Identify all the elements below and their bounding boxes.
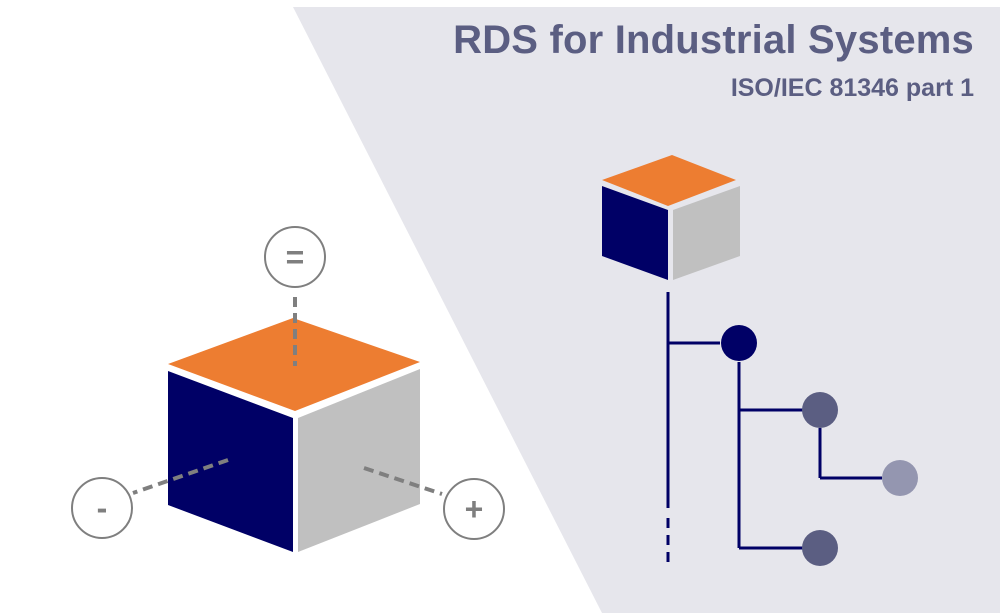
product-aspect-circle <box>71 477 133 539</box>
location-aspect-symbol: + <box>465 491 484 527</box>
cube-front-face <box>168 371 293 552</box>
tree-node-level1 <box>721 325 757 361</box>
product-aspect-badge: - <box>71 477 133 539</box>
function-aspect-badge: = <box>264 226 326 288</box>
page-subtitle: ISO/IEC 81346 part 1 <box>730 74 974 102</box>
aspect-cube <box>168 318 420 552</box>
cube-side-face <box>298 369 420 552</box>
location-connector <box>363 466 443 496</box>
small-cube-top-face <box>602 155 736 206</box>
product-connector <box>132 458 229 495</box>
small-cube <box>602 155 740 280</box>
tree-nodes <box>721 325 918 566</box>
small-cube-front-face <box>602 186 668 280</box>
product-aspect-symbol: - <box>97 490 108 526</box>
location-aspect-badge: + <box>443 478 505 540</box>
tree-node-level2-upper <box>802 392 838 428</box>
function-aspect-circle <box>264 226 326 288</box>
tree-node-level2-lower <box>802 530 838 566</box>
background-panel <box>293 7 1000 613</box>
tree-node-level3 <box>882 460 918 496</box>
location-aspect-circle <box>443 478 505 540</box>
function-aspect-symbol: = <box>286 239 305 275</box>
page-title: RDS for Industrial Systems <box>453 18 974 62</box>
small-cube-side-face <box>673 186 740 280</box>
hierarchy-tree <box>666 292 882 562</box>
aspect-connectors <box>132 297 443 496</box>
